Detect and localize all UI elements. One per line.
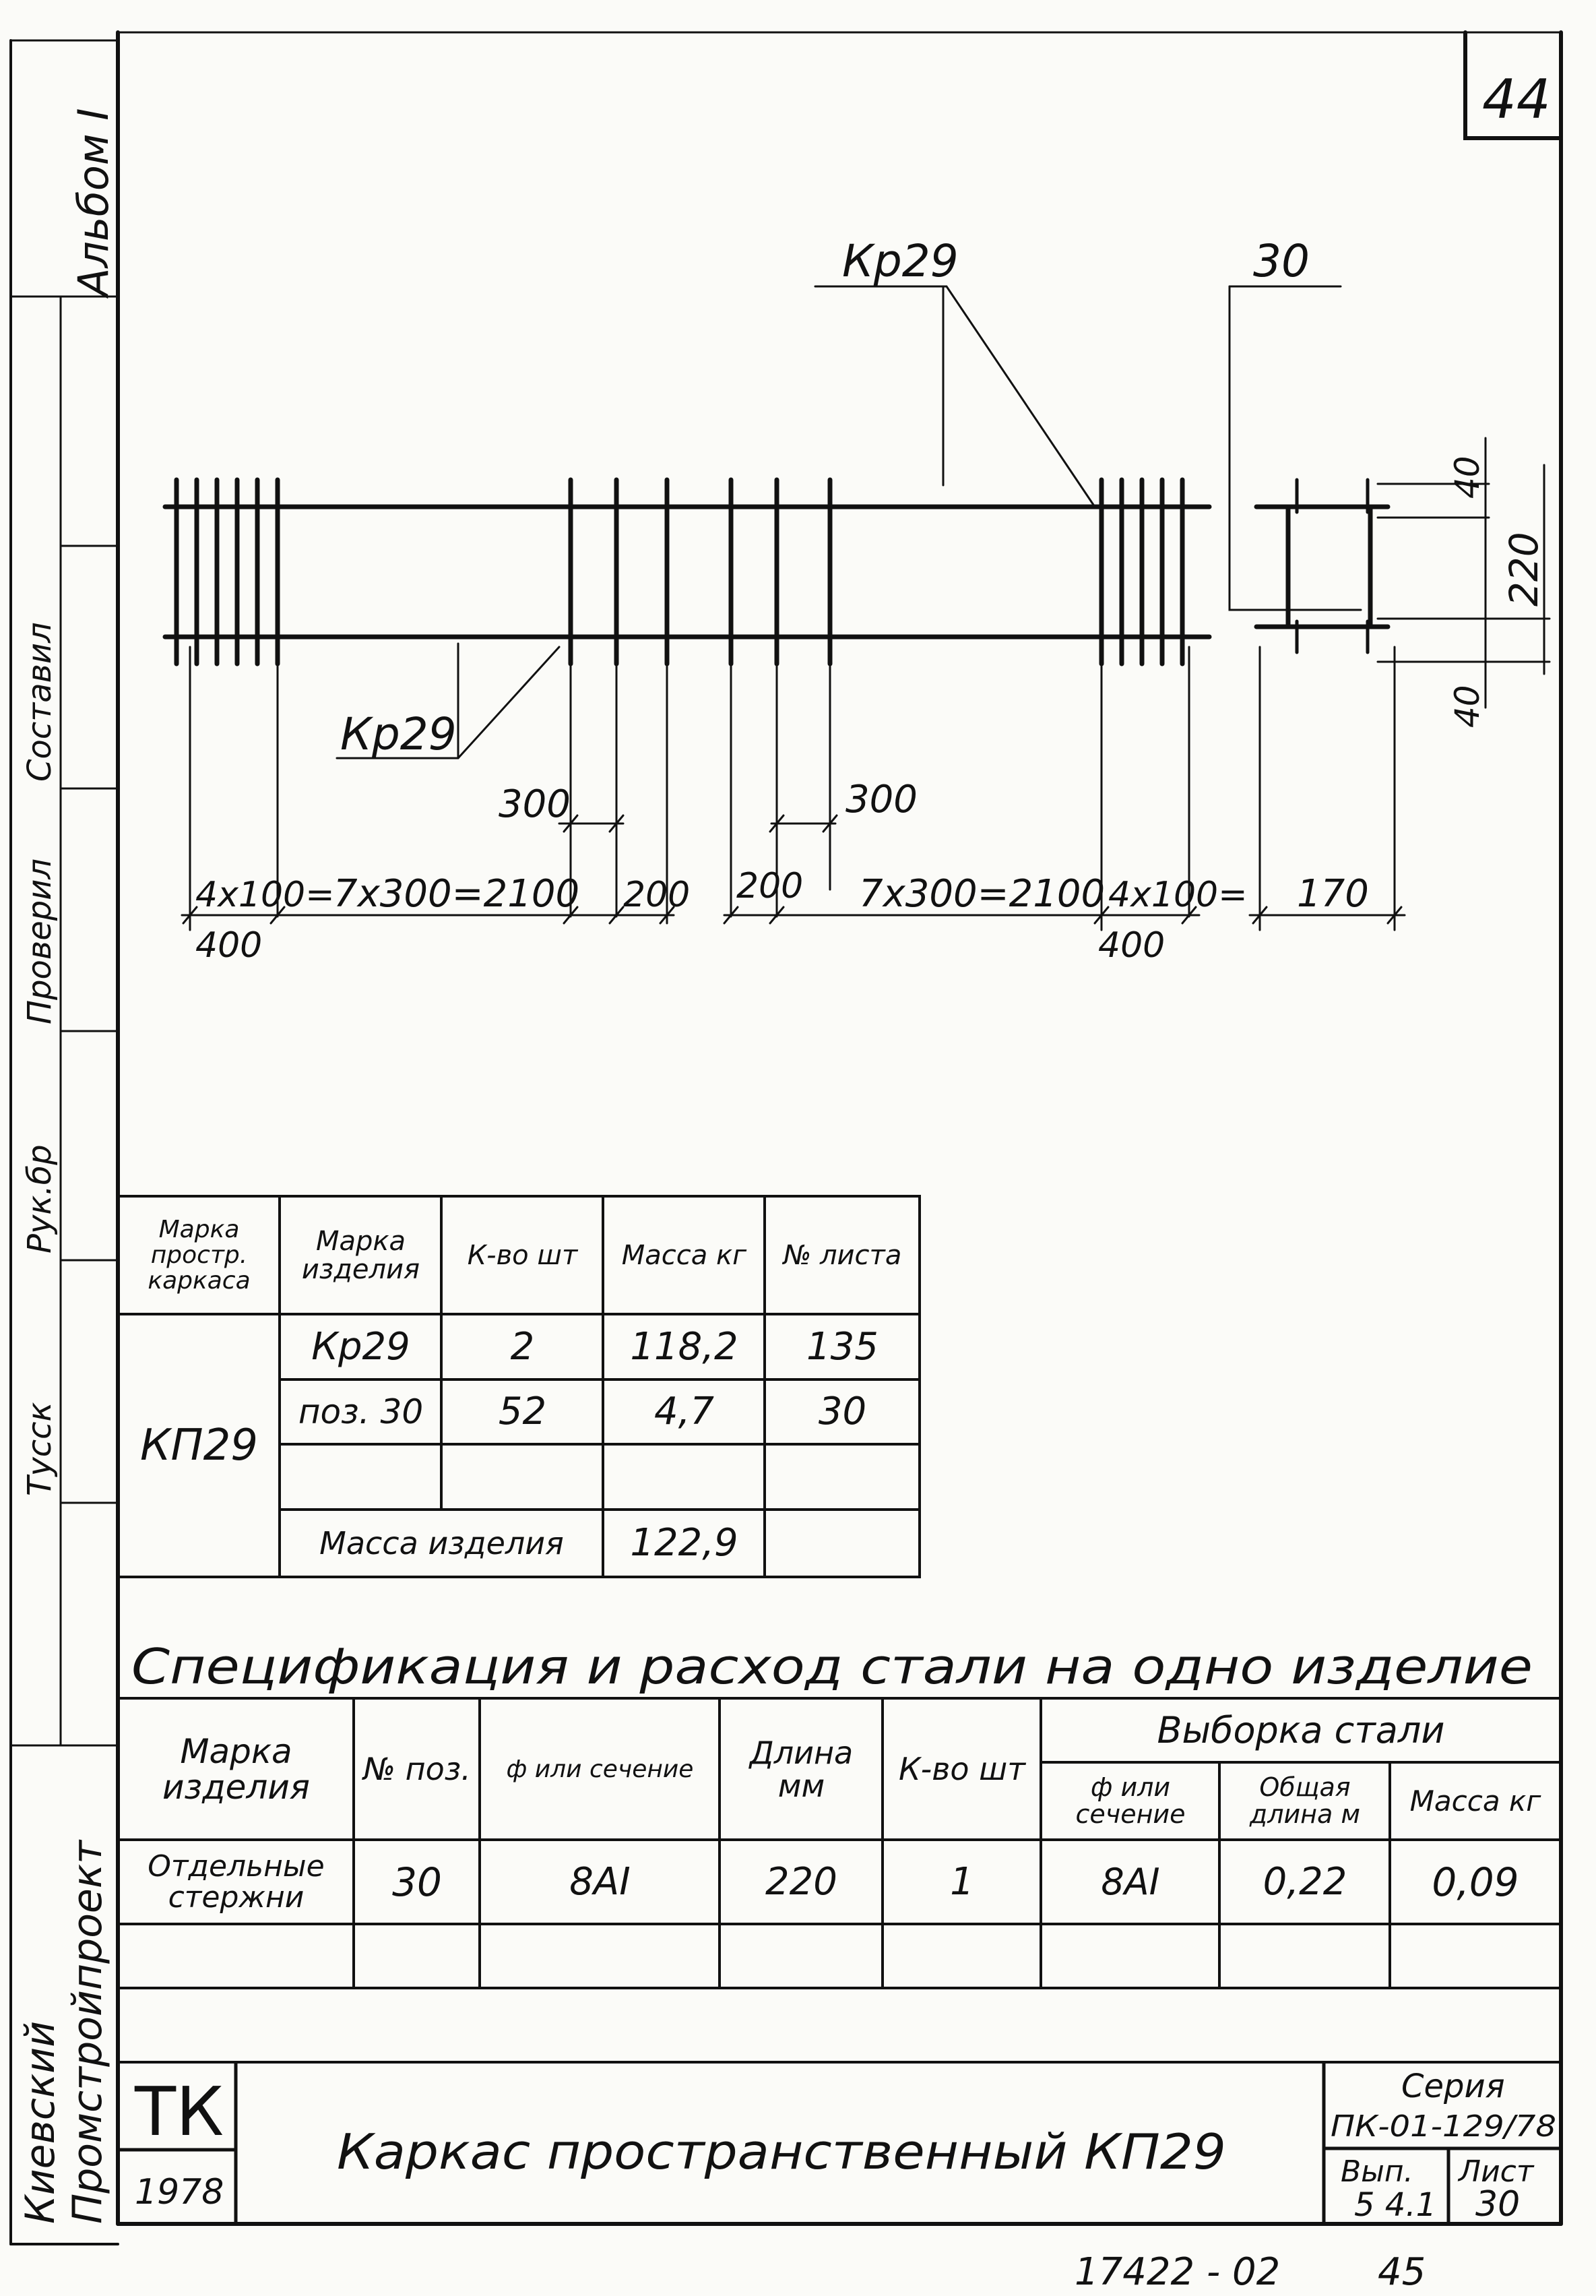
issue-value: 5 4.1 xyxy=(1354,2186,1436,2224)
spec-hdr-sub-mass: Масса кг xyxy=(1409,1784,1541,1818)
frame-mark: КП29 xyxy=(140,1420,258,1470)
row2-item: поз. 30 xyxy=(298,1392,424,1431)
total-label: Масса изделия xyxy=(319,1525,564,1562)
dim-200-right: 200 xyxy=(736,866,803,906)
spec-row-length: 220 xyxy=(765,1859,837,1904)
bottom-number: 45 xyxy=(1378,2250,1426,2294)
hdr-qty: К-во шт xyxy=(467,1240,578,1271)
series-value: ПК-01-129/78 xyxy=(1331,2109,1556,2144)
row2-qty: 52 xyxy=(498,1389,547,1433)
side-label: Проверил xyxy=(21,859,59,1024)
year: 1978 xyxy=(135,2172,224,2212)
album-label: Альбом I xyxy=(69,108,118,299)
spec-hdr-length: Длина мм xyxy=(749,1735,854,1804)
row1-sheet: 135 xyxy=(806,1324,879,1369)
section-bar-label: 30 xyxy=(1253,235,1310,287)
side-label: Рук.бр xyxy=(21,1144,59,1253)
dim-300-left: 300 xyxy=(499,782,571,826)
dim-left-end: 4x100= xyxy=(195,875,335,915)
spec-row-mass: 0,09 xyxy=(1432,1859,1519,1905)
spec-hdr-mark: Марка изделия xyxy=(162,1732,310,1807)
spec-row-mark: Отдельные стержни xyxy=(148,1849,325,1915)
institute-label: Киевский Промстройпроект xyxy=(17,1839,111,2224)
row2-mass: 4,7 xyxy=(653,1389,715,1433)
dim-cover-bottom: 40 xyxy=(1448,685,1487,728)
mark-label-top: Кр29 xyxy=(842,235,959,287)
series-label: Серия xyxy=(1401,2068,1505,2105)
total-value: 122,9 xyxy=(630,1521,738,1565)
dim-right-end: 4x100= xyxy=(1108,875,1248,915)
spec-row-section: 8АI xyxy=(569,1859,631,1904)
spec-hdr-section: ф или сечение xyxy=(506,1755,694,1783)
spec-hdr-qty: К-во шт xyxy=(898,1751,1026,1788)
hdr-sheet: № листа xyxy=(783,1240,902,1271)
hdr-mass: Масса кг xyxy=(621,1240,747,1271)
sheet-value: 30 xyxy=(1475,2184,1520,2225)
spec-row-steel-section: 8АI xyxy=(1101,1860,1160,1903)
page-number: 44 xyxy=(1482,68,1551,131)
spec-row-total-length: 0,22 xyxy=(1263,1859,1347,1904)
row1-item: Кр29 xyxy=(311,1324,410,1369)
dim-left-end-total: 400 xyxy=(195,925,262,966)
hdr-frame-mark: Марка простр. каркаса xyxy=(148,1216,251,1295)
spec-title: Спецификация и расход стали на одно изде… xyxy=(131,1638,1533,1695)
side-label: Тусск xyxy=(21,1402,59,1496)
issue-label: Вып. xyxy=(1341,2154,1413,2189)
spec-hdr-pos: № поз. xyxy=(363,1751,471,1788)
row1-qty: 2 xyxy=(510,1324,535,1369)
mark-label-bottom: Кр29 xyxy=(340,708,457,760)
row2-sheet: 30 xyxy=(818,1389,867,1433)
row1-mass: 118,2 xyxy=(630,1324,738,1369)
spec-hdr-steel: Выборка стали xyxy=(1157,1708,1445,1751)
hdr-item-mark: Марка изделия xyxy=(301,1226,420,1285)
sheet-label: Лист xyxy=(1457,2154,1535,2189)
dim-right-mid: 7x300=2100 xyxy=(859,872,1105,916)
dim-section-width: 170 xyxy=(1297,872,1369,916)
spec-hdr-sub-length: Общая длина м xyxy=(1249,1772,1361,1829)
dim-cover-top: 40 xyxy=(1448,456,1487,499)
dim-200-left: 200 xyxy=(623,875,690,915)
bottom-code: 17422 - 02 xyxy=(1075,2250,1280,2294)
dim-right-end-total: 400 xyxy=(1098,925,1165,966)
drawing-title: Каркас пространственный КП29 xyxy=(337,2123,1226,2180)
spec-row-qty: 1 xyxy=(950,1859,974,1904)
dim-left-mid: 7x300=2100 xyxy=(333,872,579,916)
spec-hdr-sub-section: ф или сечение xyxy=(1075,1772,1186,1829)
dim-300-right: 300 xyxy=(845,778,918,821)
spec-row-pos: 30 xyxy=(392,1859,442,1905)
dim-section-height: 220 xyxy=(1501,532,1547,607)
side-label: Составил xyxy=(21,622,59,782)
org-code: ТК xyxy=(134,2072,224,2151)
